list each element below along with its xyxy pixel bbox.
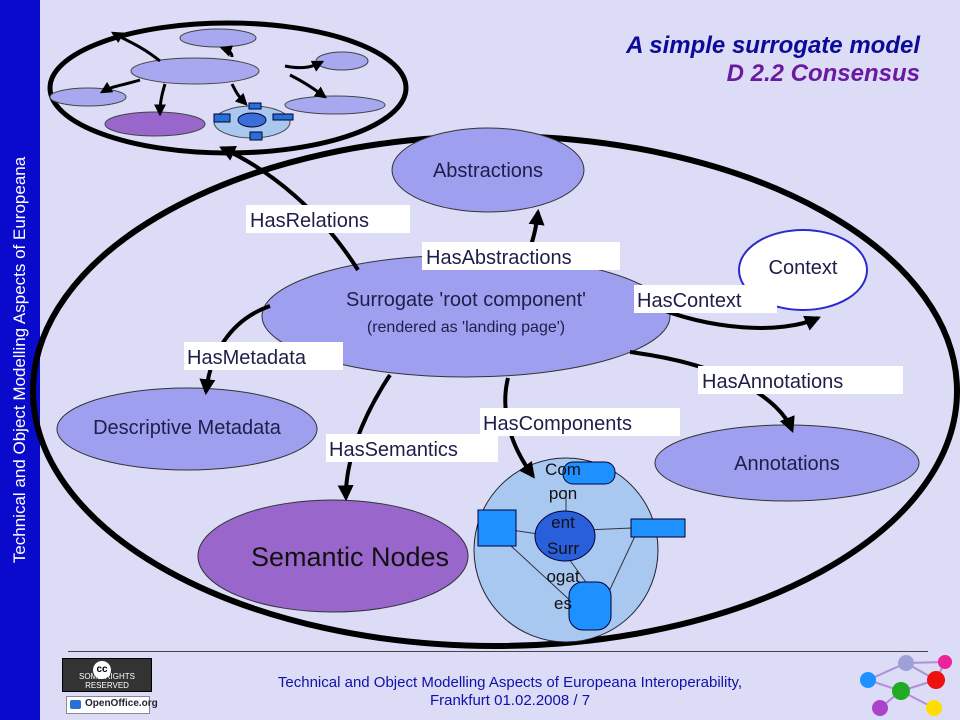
has-context-arrow xyxy=(649,303,821,331)
openoffice-badge-text: OpenOffice.org xyxy=(85,698,158,709)
has-annotations-tag: HasAnnotations xyxy=(698,366,903,394)
openoffice-badge[interactable]: OpenOffice.org xyxy=(66,696,158,714)
abstractions-node xyxy=(391,127,585,213)
footer-divider xyxy=(68,651,928,652)
has-relations-tag: HasRelations xyxy=(246,205,410,233)
abstractions-label: Abstractions xyxy=(433,160,543,182)
component-surrogates-label-5: ogat xyxy=(546,567,579,586)
has-components-tag: HasComponents xyxy=(480,408,680,436)
related-network-cluster xyxy=(47,20,409,156)
has-context-label: HasContext xyxy=(637,290,742,312)
has-metadata-label: HasMetadata xyxy=(187,347,307,369)
has-annotations-label: HasAnnotations xyxy=(702,371,843,393)
has-metadata-arrow xyxy=(199,304,271,396)
root-component-sublabel: (rendered as 'landing page') xyxy=(367,319,565,336)
component-surrogates-label-2: pon xyxy=(549,484,577,503)
cc-badge-text: SOME RIGHTS RESERVED xyxy=(78,672,135,690)
slide-title: A simple surrogate model D 2.2 Consensus xyxy=(626,32,920,88)
has-relations-arrow xyxy=(219,146,360,272)
creative-commons-badge[interactable]: cc SOME RIGHTS RESERVED xyxy=(62,658,152,692)
has-semantics-tag: HasSemantics xyxy=(326,434,498,462)
has-components-label: HasComponents xyxy=(483,413,632,435)
component-surrogates-label-3: ent xyxy=(551,513,575,532)
component-surrogates-label-1: Com xyxy=(545,460,581,479)
descriptive-metadata-label: Descriptive Metadata xyxy=(93,417,282,439)
root-component-label: Surrogate 'root component' xyxy=(346,289,586,311)
has-abstractions-tag: HasAbstractions xyxy=(422,242,620,270)
component-surrogates-label-6: es xyxy=(554,594,572,613)
component-surrogates-label-4: Surr xyxy=(547,539,579,558)
annotations-label: Annotations xyxy=(734,453,840,475)
component-surrogates-node xyxy=(473,457,686,643)
title-line-2: D 2.2 Consensus xyxy=(726,60,920,87)
semantic-nodes-label: Semantic Nodes xyxy=(251,542,449,572)
footer-line-2: Frankfurt 01.02.2008 / 7 xyxy=(429,692,591,709)
footer-line-1: Technical and Object Modelling Aspects o… xyxy=(277,674,743,691)
title-line-1: A simple surrogate model xyxy=(626,32,920,59)
semantic-nodes-node xyxy=(197,499,469,613)
has-relations-label: HasRelations xyxy=(250,210,369,232)
europeana-network-logo xyxy=(860,655,952,716)
has-context-tag: HasContext xyxy=(634,285,777,313)
openoffice-icon xyxy=(70,700,81,709)
has-abstractions-label: HasAbstractions xyxy=(426,247,572,269)
descriptive-metadata-node xyxy=(56,387,318,471)
has-metadata-tag: HasMetadata xyxy=(184,342,343,370)
cc-icon: cc xyxy=(93,661,111,679)
context-label: Context xyxy=(769,257,838,279)
has-semantics-label: HasSemantics xyxy=(329,439,458,461)
slide-footer: Technical and Object Modelling Aspects o… xyxy=(180,674,840,710)
